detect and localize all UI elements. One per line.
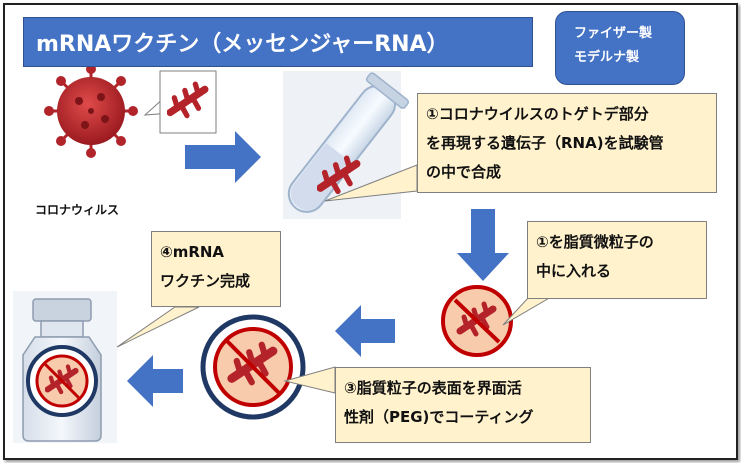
step1-line-2: を再現する遺伝子（RNA)を試験管: [426, 134, 664, 152]
maker-pfizer: ファイザー製: [574, 26, 653, 41]
vaccine-vial-icon: [13, 291, 117, 443]
diagram-graphics: [13, 64, 553, 443]
spike-zoom-box: [143, 70, 217, 134]
arrow-left-2: [127, 355, 183, 407]
step3-line-2: 性剤（PEG)でコーティング: [344, 408, 534, 426]
diagram-frame: mRNAワクチン（メッセンジャーRNA） ファイザー製 モデルナ製 コロナウィル…: [3, 3, 738, 460]
arrow-down: [457, 209, 509, 281]
coronavirus-icon: [44, 64, 138, 158]
step3-line-1: ③脂質粒子の表面を界面活: [344, 379, 522, 397]
step2-line-2: 中に入れる: [536, 262, 612, 280]
page-title: mRNAワクチン（メッセンジャーRNA）: [23, 17, 533, 67]
step4-line-1: ④mRNA: [160, 243, 225, 261]
step1-line-3: の中で合成: [426, 163, 502, 181]
step3-callout: ③脂質粒子の表面を界面活 性剤（PEG)でコーティング: [335, 367, 591, 443]
arrow-left-1: [335, 305, 395, 357]
maker-moderna: モデルナ製: [574, 50, 640, 65]
step1-callout: ①コロナウイルスのトゲトデ部分 を再現する遺伝子（RNA)を試験管 の中で合成: [417, 93, 717, 193]
lipid-particle-icon: [441, 285, 513, 357]
virus-label: コロナウィルス: [35, 203, 120, 217]
coated-particle-icon: [200, 314, 306, 420]
maker-list-box: ファイザー製 モデルナ製: [555, 11, 685, 85]
step2-callout: ①を脂質微粒子の 中に入れる: [527, 221, 707, 299]
step4-callout: ④mRNA ワクチン完成: [151, 231, 281, 307]
test-tube-icon: [283, 71, 410, 219]
arrow-right-1: [185, 131, 261, 183]
step1-line-1: ①コロナウイルスのトゲトデ部分: [426, 105, 649, 123]
step4-line-2: ワクチン完成: [160, 272, 251, 290]
step2-line-1: ①を脂質微粒子の: [536, 233, 654, 251]
